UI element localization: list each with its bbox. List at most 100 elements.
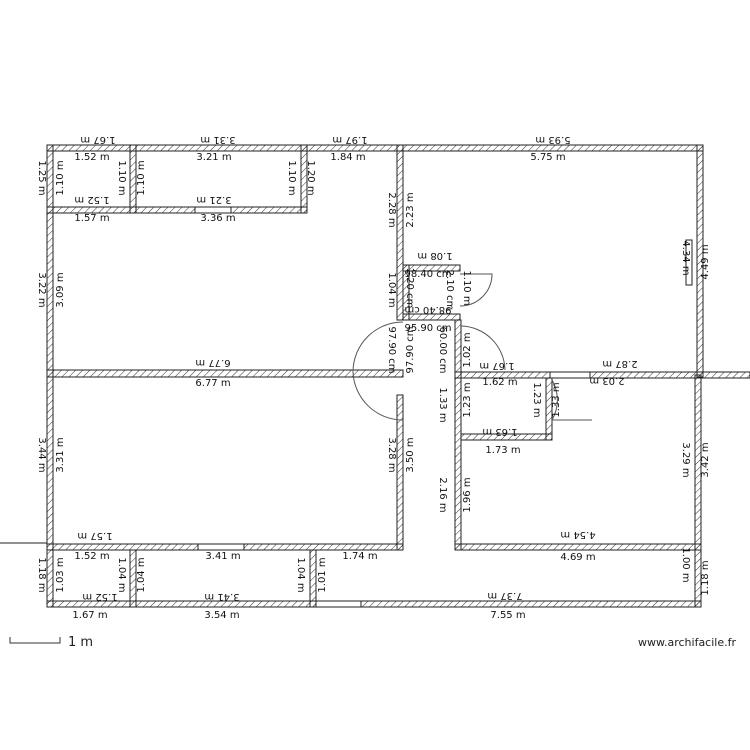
dimension-label: 1.02 m bbox=[462, 332, 473, 367]
dimension-label: 3.54 m bbox=[204, 610, 239, 621]
dimension-label: 1.04 m bbox=[116, 557, 127, 592]
dimension-label: 1.33 m bbox=[551, 382, 562, 417]
dimension-label: 1.20 cm bbox=[404, 268, 415, 309]
dimension-label: 1.57 m bbox=[74, 213, 109, 224]
door-swing bbox=[352, 321, 404, 421]
window bbox=[197, 543, 245, 551]
dimension-label: 1.10 m bbox=[461, 270, 472, 305]
walls bbox=[0, 144, 750, 608]
window bbox=[685, 239, 693, 286]
dimension-label: 1.04 m bbox=[136, 557, 147, 592]
dimension-label: 3.44 m bbox=[36, 437, 47, 472]
dimension-label: 1.96 m bbox=[462, 477, 473, 512]
dimension-labels: 1.67 m 3.31 m 1.97 m 5.93 m 1.52 m 3.21 m 1.84… bbox=[36, 134, 711, 621]
doors bbox=[352, 273, 592, 421]
dimension-label: 1.10 m bbox=[55, 160, 66, 195]
windows bbox=[194, 206, 693, 608]
dimension-label: 4.54 m bbox=[560, 529, 595, 540]
dimension-label: 1.00 m bbox=[680, 547, 691, 582]
dimension-label: 4.34 m bbox=[680, 240, 691, 275]
dimension-label: 1.67 m bbox=[72, 610, 107, 621]
dimension-label: 1.52 m bbox=[74, 551, 109, 562]
dimension-label: 1.74 m bbox=[342, 551, 377, 562]
wall bbox=[129, 144, 137, 214]
dimension-label: 1.18 m bbox=[700, 560, 711, 595]
dimension-label: 1.03 m bbox=[55, 557, 66, 592]
dimension-label: 3.41 m bbox=[204, 591, 239, 602]
wall bbox=[402, 264, 410, 321]
dimension-label: 1.63 m bbox=[482, 426, 517, 437]
dimension-label: 97.90 cm bbox=[386, 326, 397, 373]
dimension-label: 3.36 m bbox=[200, 213, 235, 224]
dimension-label: 2.10 cm bbox=[444, 270, 455, 311]
dimension-label: 1.73 m bbox=[485, 445, 520, 456]
scale-label: 1 m bbox=[68, 635, 93, 650]
dimension-label: 2.28 m bbox=[386, 192, 397, 227]
dimension-label: 7.37 m bbox=[487, 590, 522, 601]
dimension-label: 1.33 m bbox=[437, 387, 448, 422]
wall bbox=[460, 433, 553, 441]
dimension-label: 5.93 m bbox=[535, 134, 570, 145]
dimension-label: 1.04 m bbox=[295, 557, 306, 592]
dimension-label: 2.03 m bbox=[589, 375, 624, 386]
dimension-label: 1.97 m bbox=[332, 134, 367, 145]
dimension-label: 3.22 m bbox=[36, 272, 47, 307]
dimension-label: 2.16 m bbox=[437, 477, 448, 512]
door-swing bbox=[459, 273, 493, 307]
dimension-label: 1.10 m bbox=[136, 160, 147, 195]
dimension-label: 3.41 m bbox=[205, 551, 240, 562]
wall bbox=[396, 144, 404, 321]
dimension-label: 1.52 m bbox=[74, 194, 109, 205]
dimension-label: 1.52 m bbox=[74, 152, 109, 163]
dimension-label: 3.09 m bbox=[55, 272, 66, 307]
window bbox=[549, 371, 591, 379]
door-swing bbox=[551, 379, 592, 421]
dimension-label: 3.29 m bbox=[680, 442, 691, 477]
dimension-label: 3.31 m bbox=[55, 437, 66, 472]
dimension-label: 1.25 m bbox=[36, 160, 47, 195]
dimension-label: 1.10 m bbox=[286, 160, 297, 195]
dimension-label: 3.28 m bbox=[386, 437, 397, 472]
wall bbox=[454, 319, 462, 551]
dimension-label: 98.40 cm bbox=[404, 269, 451, 280]
dimension-label: 4.49 m bbox=[700, 244, 711, 279]
wall bbox=[454, 543, 702, 551]
wall bbox=[46, 369, 404, 378]
dimension-label: 6.77 m bbox=[195, 357, 230, 368]
dimension-label: 3.42 m bbox=[700, 442, 711, 477]
dimension-label: 1.10 m bbox=[116, 160, 127, 195]
dimension-label: 3.21 m bbox=[196, 194, 231, 205]
dimension-label: 1.18 m bbox=[36, 557, 47, 592]
dimension-label: 98.40 cm bbox=[404, 304, 451, 315]
wall bbox=[129, 549, 137, 608]
window bbox=[315, 600, 362, 608]
dimension-label: 3.31 m bbox=[200, 134, 235, 145]
dimension-label: 6.77 m bbox=[195, 378, 230, 389]
wall bbox=[300, 144, 308, 214]
dimension-label: 1.67 m bbox=[479, 360, 514, 371]
dimension-label: 3.50 m bbox=[405, 437, 416, 472]
dimension-label: 60.00 cm bbox=[437, 326, 448, 373]
dimension-label: 1.57 m bbox=[77, 530, 112, 541]
scale-bar: 1 m bbox=[9, 635, 93, 650]
dimension-label: 4.69 m bbox=[560, 552, 595, 563]
dimension-label: 1.23 m bbox=[462, 382, 473, 417]
wall bbox=[309, 549, 317, 608]
dimension-label: 1.84 m bbox=[330, 152, 365, 163]
watermark: www.archifacile.fr bbox=[638, 636, 736, 649]
window bbox=[194, 206, 232, 214]
dimension-label: 1.01 m bbox=[317, 557, 328, 592]
dimension-label: 1.67 m bbox=[80, 134, 115, 145]
dimension-label: 1.52 m bbox=[82, 591, 117, 602]
dimension-label: 2.23 m bbox=[405, 192, 416, 227]
dimension-label: 95.90 cm bbox=[404, 323, 451, 334]
dimension-label: 1.08 m bbox=[417, 250, 452, 261]
dimension-label: 1.20 m bbox=[305, 160, 316, 195]
dimension-label: 3.21 m bbox=[196, 152, 231, 163]
dimension-label: 7.55 m bbox=[490, 610, 525, 621]
dimension-label: 2.87 m bbox=[602, 358, 637, 369]
dimension-label: 1.62 m bbox=[482, 377, 517, 388]
door-swing bbox=[460, 325, 506, 371]
wall bbox=[46, 144, 704, 152]
